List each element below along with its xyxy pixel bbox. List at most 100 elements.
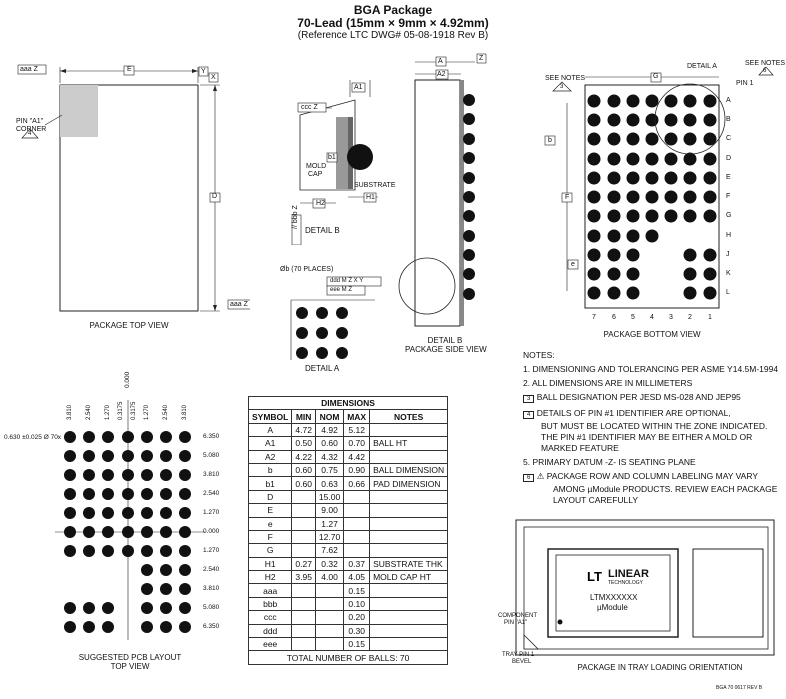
note-6-line-c: LAYOUT CAREFULLY: [553, 495, 639, 505]
bga-ball: [607, 132, 621, 146]
table-cell: BALL DIMENSION: [369, 462, 449, 478]
pin-a1-corner-zone: [60, 85, 98, 137]
dimensions-header-cell: MAX: [343, 409, 371, 424]
pcb-pad: [122, 526, 134, 538]
bga-ball: [683, 94, 697, 108]
notes-title: NOTES:: [523, 350, 555, 360]
pcb-pad: [179, 602, 191, 614]
pcb-right-label: 5.080: [203, 452, 220, 459]
detail-a-callout-circle: [654, 83, 726, 155]
pcb-top-label: 2.540: [86, 404, 92, 420]
pcb-pad: [160, 602, 172, 614]
pcb-pad: [160, 621, 172, 633]
bga-ball: [607, 190, 621, 204]
drawing-code: BGA 70 0617 REV B: [716, 685, 763, 691]
pcb-pad: [83, 431, 95, 443]
tray-module: µModule: [597, 603, 628, 612]
pcb-pad: [160, 545, 172, 557]
pcb-pad: [160, 450, 172, 462]
table-cell: [314, 610, 345, 625]
bga-ball: [683, 171, 697, 185]
cap-label: CAP: [308, 171, 323, 178]
pcb-pad: [160, 583, 172, 595]
detail-b-drawing: [291, 80, 378, 245]
bga-ball: [607, 171, 621, 185]
table-cell: SUBSTRATE THK: [369, 556, 449, 572]
note-1: 1. DIMENSIONING AND TOLERANCING PER ASME…: [523, 364, 779, 374]
pcb-pad: [122, 450, 134, 462]
side-view-caption-2: PACKAGE SIDE VIEW: [405, 345, 487, 354]
table-cell: E: [247, 503, 293, 518]
bga-ball: [683, 113, 697, 127]
table-cell: 0.10: [343, 596, 371, 612]
pcb-right-label: 2.540: [203, 566, 220, 573]
table-cell: e: [247, 516, 293, 531]
table-cell: [291, 596, 316, 612]
table-cell: [369, 623, 449, 639]
table-cell: 4.42: [343, 449, 371, 464]
pcb-pad: [102, 526, 114, 538]
bga-ball: [703, 113, 717, 127]
bottom-col-label: 6: [612, 314, 616, 321]
pcb-pad: [102, 507, 114, 519]
table-cell: [369, 449, 449, 464]
pcb-pad: [141, 545, 153, 557]
bga-ball: [703, 209, 717, 223]
pcb-top-label: 2.540: [163, 404, 169, 420]
bottom-view-caption: PACKAGE BOTTOM VIEW: [603, 330, 701, 339]
table-cell: A1: [247, 436, 293, 451]
detail-a-caption: DETAIL A: [305, 364, 340, 373]
table-cell: 0.60: [314, 436, 345, 451]
dim-g-label: G: [653, 73, 659, 80]
table-cell: ccc: [247, 610, 293, 625]
pcb-pad: [83, 488, 95, 500]
table-cell: [291, 610, 316, 625]
bga-ball: [587, 248, 601, 262]
package-subtitle: 70-Lead (15mm × 9mm × 4.92mm): [297, 16, 489, 30]
pcb-pad: [179, 621, 191, 633]
table-cell: [369, 583, 449, 598]
linear-logo-mark: LT: [587, 569, 602, 584]
pcb-pad: [179, 469, 191, 481]
dimensions-header-cell: NOM: [314, 409, 345, 424]
pcb-pad: [64, 621, 76, 633]
dimensions-header-cell: NOTES: [369, 409, 449, 424]
table-cell: 0.37: [343, 556, 371, 572]
pcb-pad: [122, 507, 134, 519]
bga-ball: [703, 94, 717, 108]
note-2: 2. ALL DIMENSIONS ARE IN MILLIMETERS: [523, 378, 693, 388]
pcb-top-label: 0.3175: [118, 401, 124, 420]
table-cell: bbb: [247, 596, 293, 612]
bga-ball: [664, 94, 678, 108]
pcb-pad: [179, 545, 191, 557]
table-cell: [291, 503, 316, 518]
bottom-view-balls: [587, 94, 717, 300]
pcb-pad: [160, 507, 172, 519]
pcb-pad: [102, 450, 114, 462]
eee-frame: eee M Z: [330, 287, 353, 293]
table-row: ccc 0.20: [247, 610, 449, 625]
bottom-row-label: C: [726, 135, 732, 142]
bga-ball: [645, 94, 659, 108]
table-cell: 4.05: [343, 570, 371, 585]
bga-ball: [664, 209, 678, 223]
aaa-z-top: aaa Z: [20, 66, 38, 73]
pcb-pad: [102, 488, 114, 500]
ddd-frame: ddd M Z X Y: [330, 278, 364, 284]
note-4-num: 4: [523, 411, 535, 419]
note-4: 4 DETAILS OF PIN #1 IDENTIFIER ARE OPTIO…: [523, 408, 783, 454]
pcb-pad: [141, 621, 153, 633]
top-view-caption: PACKAGE TOP VIEW: [89, 321, 169, 330]
pcb-pad: [179, 507, 191, 519]
component-pin-label: PIN "A1": [504, 620, 528, 626]
table-cell: ddd: [247, 623, 293, 639]
bga-ball: [587, 132, 601, 146]
table-cell: 5.12: [343, 422, 371, 438]
table-cell: F: [247, 529, 293, 545]
table-cell: 0.20: [343, 610, 371, 625]
